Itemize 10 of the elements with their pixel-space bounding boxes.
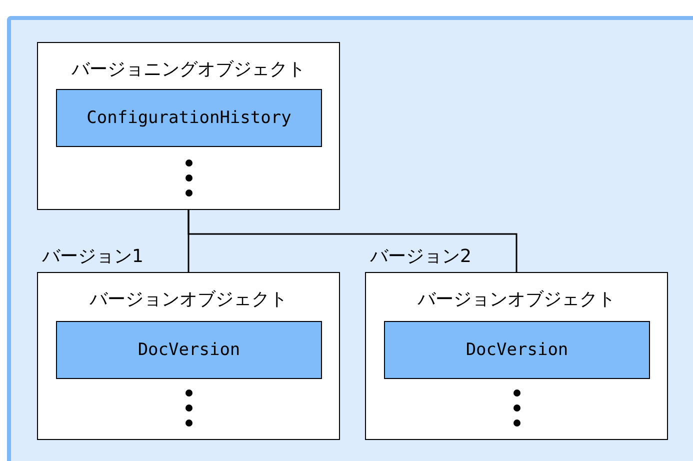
box-title: バージョニングオブジェクト xyxy=(70,58,306,81)
box-heading: バージョン2 xyxy=(370,245,472,268)
box-title: バージョンオブジェクト xyxy=(88,288,288,311)
object-box xyxy=(37,42,340,210)
box-title: バージョンオブジェクト xyxy=(416,288,616,311)
box-heading: バージョン1 xyxy=(42,245,144,268)
class-name-box: DocVersion xyxy=(384,321,650,379)
class-name-box: ConfigurationHistory xyxy=(56,89,322,147)
class-name-box: DocVersion xyxy=(56,321,322,379)
connector-line xyxy=(188,210,518,272)
